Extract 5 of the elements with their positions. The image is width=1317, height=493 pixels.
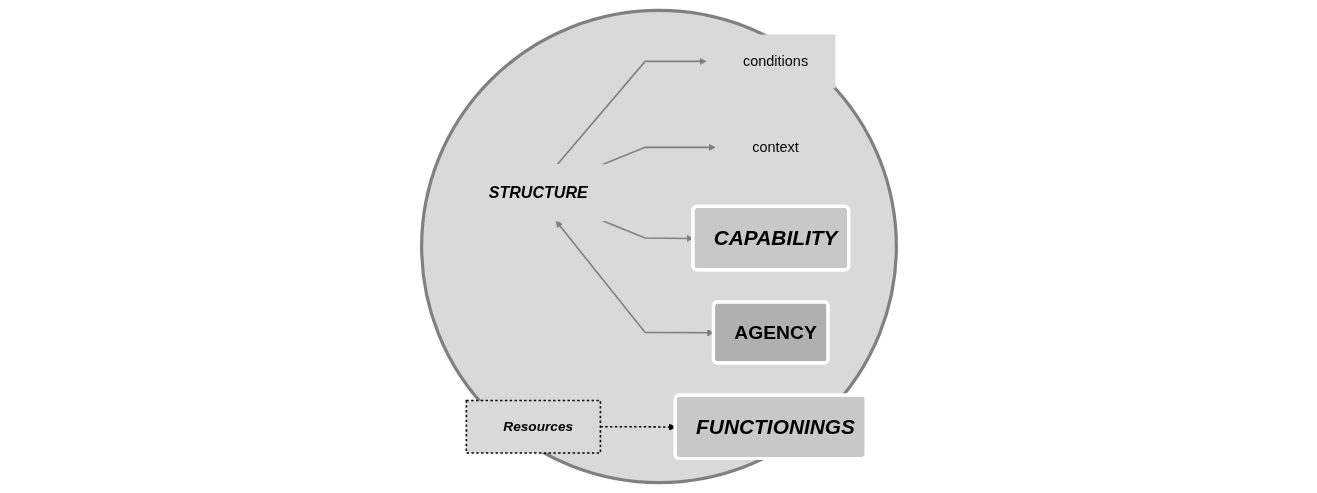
- arrow: [556, 57, 706, 166]
- arrow: [601, 143, 716, 166]
- node-text: context: [751, 138, 799, 155]
- node-text: STRUCTURE: [488, 183, 588, 202]
- node-box: Resources: [465, 399, 601, 454]
